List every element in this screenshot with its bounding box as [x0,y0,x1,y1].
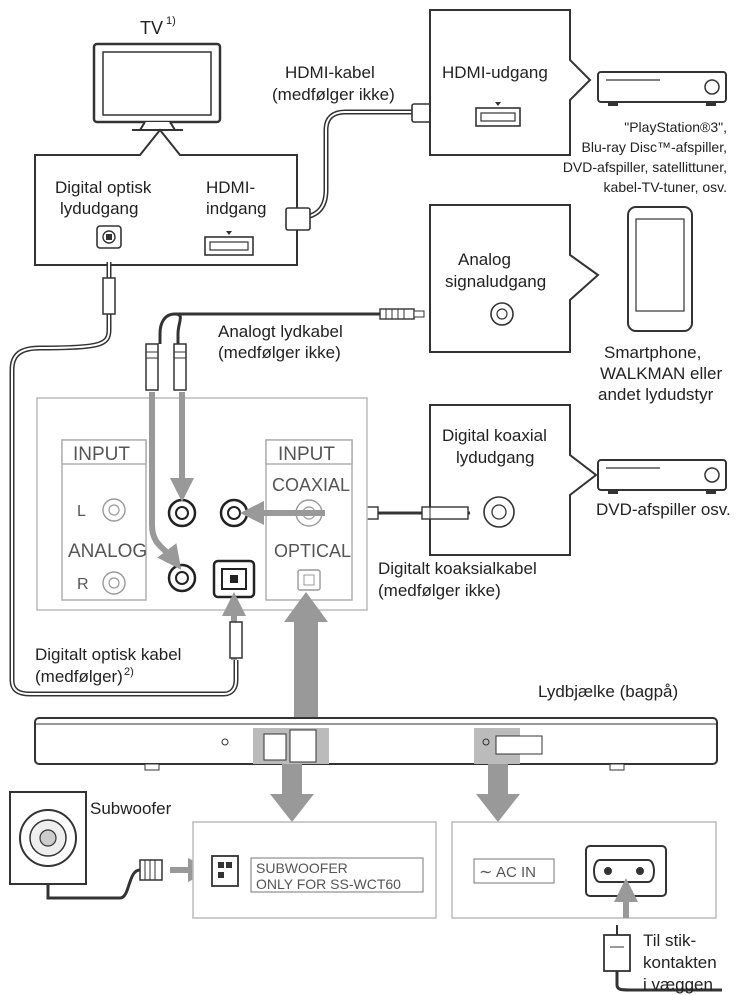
hdmi-source-label: HDMI-udgang [442,63,548,82]
panel-r: R [77,576,89,593]
subwoofer-label: Subwoofer [90,799,172,818]
wall-line1: Til stik- [643,931,696,950]
coax-source-line2: lydudgang [456,448,534,467]
coax-cable-line2: (medfølger ikke) [378,581,501,600]
subwoofer-port-line1: SUBWOOFER [256,860,348,876]
ac-socket-icon [585,845,667,897]
panel-l: L [77,503,86,520]
tv-audio-out-line1: Digital optisk [55,178,152,197]
hdmi-source-callout [429,9,592,156]
active-optical-jack [212,559,256,599]
tv-icon [92,42,222,131]
subwoofer-port-icon [211,855,239,887]
panel-input-digital: INPUT [278,444,335,465]
tv-callout [34,128,298,266]
analog-source-line1: Analog [458,250,511,269]
panel-input-analog: INPUT [73,444,130,465]
coax-source-callout [429,404,598,556]
optical-plug-icon [102,277,243,659]
up-arrow-icon [284,592,328,720]
tv-footnote: 1) [166,15,176,27]
hdmi-plug-icon [285,103,435,231]
analog-cable-line1: Analogt lydkabel [218,322,343,341]
source-devices-line2: Blu-ray Disc™-afspiller, [582,139,727,155]
panel-analog: ANALOG [68,541,147,562]
source-devices-line3: DVD-afspiller, satellittuner, [563,159,727,175]
ac-label: AC IN [496,864,536,881]
tv-optical-port-icon [96,225,122,249]
mini-jack-plug-icon [379,308,425,320]
subwoofer-icon [9,791,87,885]
subwoofer-port-line2: ONLY FOR SS-WCT60 [256,876,401,892]
hdmi-cable-line2: (medfølger ikke) [272,85,395,104]
player-device-icon [597,71,727,106]
subwoofer-cable [46,868,141,900]
analog-source-line2: signaludgang [445,272,546,291]
smartphone-line1: Smartphone, [604,343,701,362]
hdmi-out-port-icon [475,102,521,127]
analog-cable [158,312,415,344]
dvd-player-icon [597,459,727,494]
tv-hdmi-port-icon [204,231,254,256]
optical-cable-footnote: 2) [124,666,134,678]
optical-cable-line1: Digitalt optisk kabel [35,645,181,664]
source-devices-line4: kabel-TV-tuner, osv. [604,179,727,195]
smartphone-line2: WALKMAN eller [600,364,723,383]
ac-symbol: ∼ [479,864,492,881]
hdmi-cable [295,109,412,221]
subwoofer-plug-icon [139,859,163,881]
optical-cable-line2: (medfølger) [35,667,123,686]
coax-cable-line1: Digitalt koaksialkabel [378,559,537,578]
hdmi-cable-line1: HDMI-kabel [285,63,375,82]
smartphone-line3: andet lydudstyr [598,385,714,404]
source-devices-line1: "PlayStation®3", [624,119,727,135]
soundbar-icon [34,717,718,771]
coax-source-line1: Digital koaxial [442,426,547,445]
soundbar-label: Lydbjælke (bagpå) [538,682,678,701]
dvd-label: DVD-afspiller osv. [596,500,731,519]
tv-label: TV [140,18,163,38]
optical-jack-icon [297,569,321,591]
analog-source-callout [429,204,600,353]
wall-line3: i væggen [643,975,713,994]
rca-plugs-icon [145,343,187,391]
panel-coaxial: COAXIAL [272,475,350,495]
tv-hdmi-in-line2: indgang [206,199,267,218]
tv-hdmi-in-line1: HDMI- [206,178,255,197]
down-arrows [270,764,520,822]
power-plug-icon [603,925,722,992]
tv-audio-out-line2: lydudgang [60,199,138,218]
analog-cable-line2: (medfølger ikke) [218,343,341,362]
wall-line2: kontakten [643,953,717,972]
panel-optical: OPTICAL [274,541,351,561]
smartphone-icon [627,206,693,332]
